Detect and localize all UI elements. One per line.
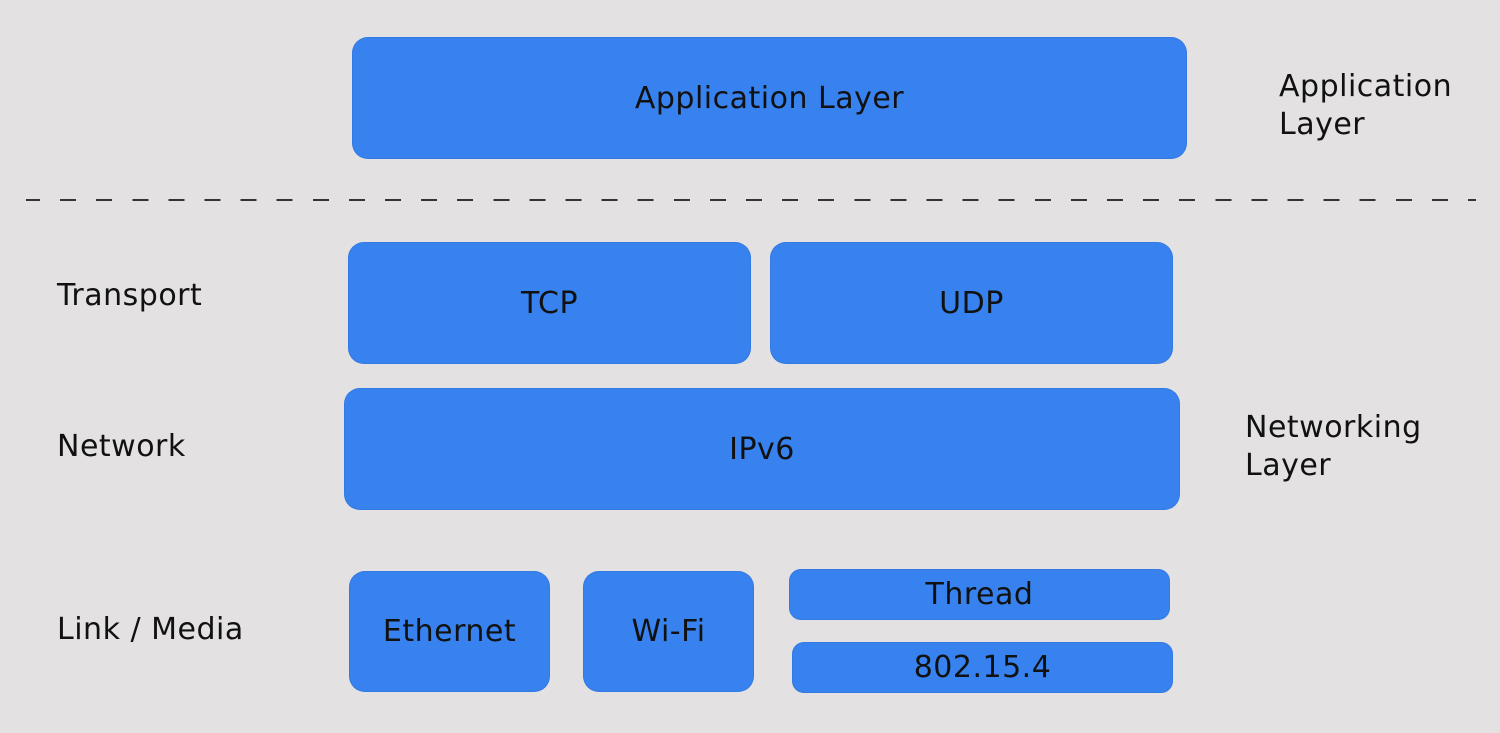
udp-box-label: UDP (939, 285, 1004, 321)
tcp-box: TCP (348, 242, 751, 364)
transport-row-label: Transport (57, 278, 203, 313)
networking-layer-side-label-line2: Layer (1245, 448, 1332, 483)
tcp-box-label: TCP (520, 285, 579, 321)
ieee-802-15-4-box: 802.15.4 (792, 642, 1173, 693)
network-row-label: Network (57, 429, 186, 464)
thread-box: Thread (789, 569, 1170, 620)
application-layer-box: Application Layer (352, 37, 1187, 159)
layer-divider (26, 199, 1476, 201)
networking-layer-side-label-line1: Networking (1245, 410, 1422, 445)
link-media-row-label: Link / Media (57, 612, 244, 647)
udp-box: UDP (770, 242, 1173, 364)
networking-layer-side-label: Networking Layer (1245, 409, 1422, 485)
ieee-802-15-4-box-label: 802.15.4 (913, 650, 1052, 685)
ipv6-box-label: IPv6 (729, 431, 795, 467)
wifi-box: Wi-Fi (583, 571, 754, 692)
ipv6-box: IPv6 (344, 388, 1180, 510)
application-layer-box-label: Application Layer (634, 80, 905, 116)
thread-box-label: Thread (925, 577, 1034, 612)
application-layer-side-label-line1: Application (1279, 69, 1453, 104)
ethernet-box-label: Ethernet (382, 614, 517, 649)
application-layer-side-label-line2: Layer (1279, 107, 1366, 142)
ethernet-box: Ethernet (349, 571, 550, 692)
application-layer-side-label: Application Layer (1279, 68, 1452, 144)
wifi-box-label: Wi-Fi (631, 614, 706, 649)
